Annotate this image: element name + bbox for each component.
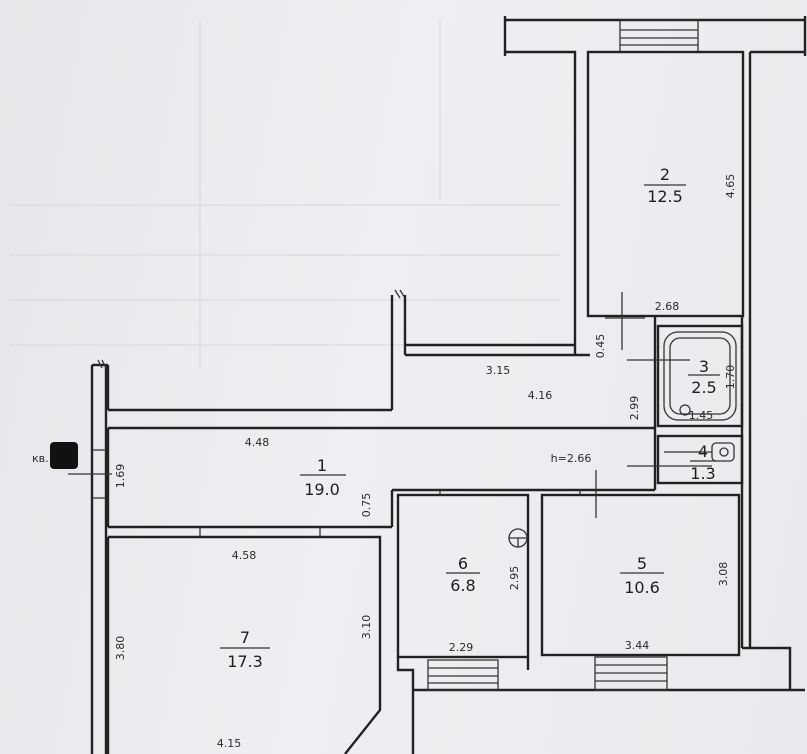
dim-3-10: 3.10 [360,615,373,640]
dim-2-95: 2.95 [508,566,521,591]
dim-0-45: 0.45 [594,334,607,359]
dim-1-70: 1.70 [724,365,737,390]
dim-3-80: 3.80 [114,636,127,661]
sink-icon [508,528,528,548]
room-5-area: 10.6 [624,578,660,597]
room-1-area: 19.0 [304,480,340,499]
dim-2-99: 2.99 [628,396,641,421]
walls [90,16,807,754]
window-top [619,19,699,53]
dim-4-48: 4.48 [245,436,270,449]
room-5-number: 5 [637,554,647,573]
room-6-number: 6 [458,554,468,573]
dim-3-44: 3.44 [625,639,650,652]
redaction-block [50,442,78,469]
door-marks [68,289,712,537]
room-1-number: 1 [317,456,327,475]
dim-4-65: 4.65 [724,174,737,199]
room-3-number: 3 [699,357,709,376]
room-3-area: 2.5 [691,378,716,397]
dim-4-16: 4.16 [528,389,553,402]
dim-3-08: 3.08 [717,562,730,587]
room-4-area: 1.3 [690,464,715,483]
dim-2-68: 2.68 [655,300,680,313]
room-7-number: 7 [240,628,250,647]
room-7-area: 17.3 [227,652,263,671]
room-2-number: 2 [660,165,670,184]
dim-4-58: 4.58 [232,549,257,562]
paper-ghost-lines [10,20,560,370]
room-4-number: 4 [698,442,708,461]
toilet-icon [664,442,735,462]
dim-0-75: 0.75 [360,493,373,518]
dim-2-29: 2.29 [449,641,474,654]
window-bottom-left [427,659,499,691]
room-6-area: 6.8 [450,576,475,595]
dim-4-15: 4.15 [217,737,242,750]
window-bottom-right [594,656,668,691]
dim-1-45: 1.45 [689,409,714,422]
ceiling-height-label: h=2.66 [551,452,592,465]
dim-3-15: 3.15 [486,364,511,377]
room-2-area: 12.5 [647,187,683,206]
bathtub-icon [663,331,737,421]
apartment-label: кв. [32,452,49,465]
dim-1-69: 1.69 [114,464,127,489]
